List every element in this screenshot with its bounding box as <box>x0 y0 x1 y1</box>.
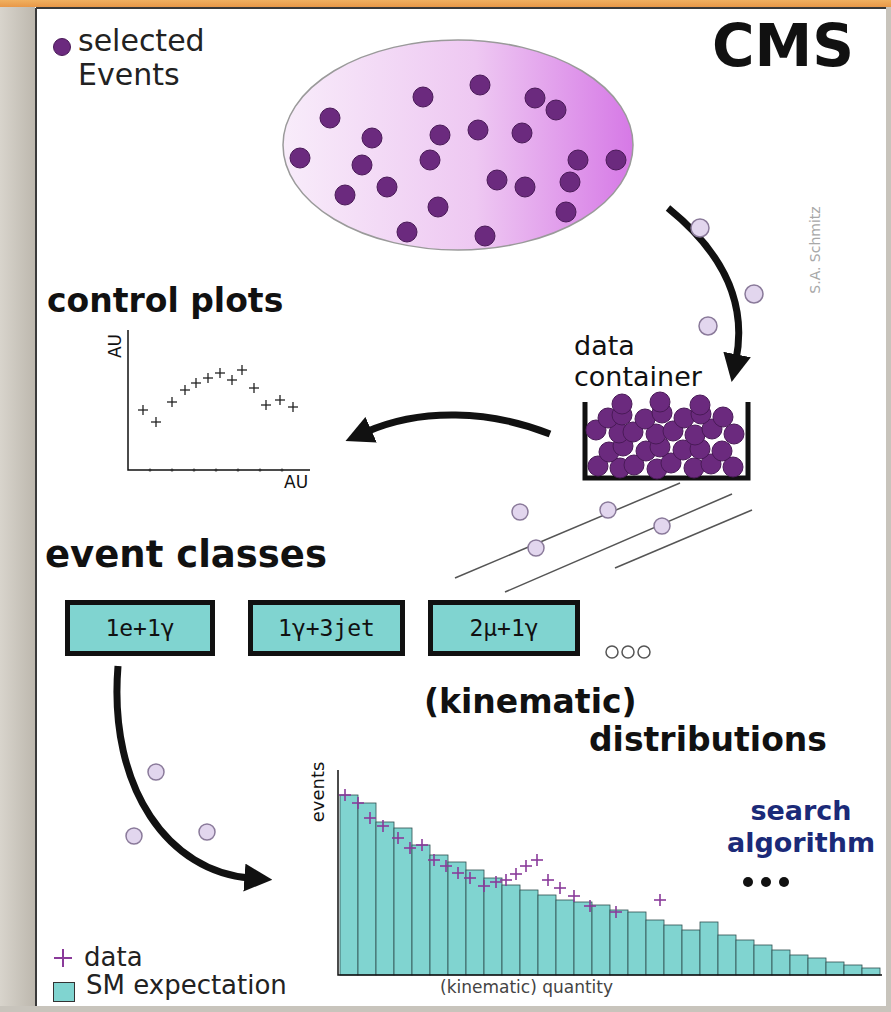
axis-label: AU <box>284 472 308 492</box>
axis-label: events <box>307 762 329 823</box>
container-outline <box>585 402 748 478</box>
legend-text: selected Events <box>78 24 243 92</box>
flow-arrow <box>117 666 250 878</box>
legend-swatch <box>53 982 75 1002</box>
event-dots <box>290 75 626 246</box>
event-class-name: 2μ+1γ <box>469 615 538 641</box>
container-dots <box>586 392 744 479</box>
section-heading: (kinematic) distributions <box>424 683 889 759</box>
control-plot <box>128 330 310 472</box>
container-label: data container <box>574 330 724 392</box>
event-class-box: 1γ+3jet <box>248 600 405 656</box>
flow-arrow <box>668 208 739 360</box>
moving-events <box>691 219 763 335</box>
moving-events <box>512 502 670 556</box>
more-steps <box>743 877 789 887</box>
section-heading: control plots <box>47 281 283 321</box>
event-set <box>283 40 633 250</box>
axis-label: (kinematic) quantity <box>440 977 613 997</box>
event-class-name: 1e+1γ <box>105 615 174 641</box>
axis-label: AU <box>105 334 125 358</box>
moving-events <box>126 764 215 844</box>
legend-plus <box>54 949 72 967</box>
algorithm-label: search algorithm <box>716 795 886 859</box>
more-classes <box>606 646 650 658</box>
stream-lines <box>455 483 752 592</box>
section-heading: event classes <box>45 533 327 577</box>
flow-arrow <box>366 415 550 434</box>
event-class-box: 2μ+1γ <box>428 600 580 656</box>
watermark: S.A. Schmitz <box>807 206 824 293</box>
legend-text: SM expectation <box>86 970 287 1001</box>
event-class-name: 1γ+3jet <box>278 615 375 641</box>
diagram-title: CMS <box>712 12 854 82</box>
legend-text: data <box>84 942 143 973</box>
event-class-box: 1e+1γ <box>65 600 215 656</box>
legend-swatch <box>53 38 71 56</box>
data-points <box>339 789 666 918</box>
